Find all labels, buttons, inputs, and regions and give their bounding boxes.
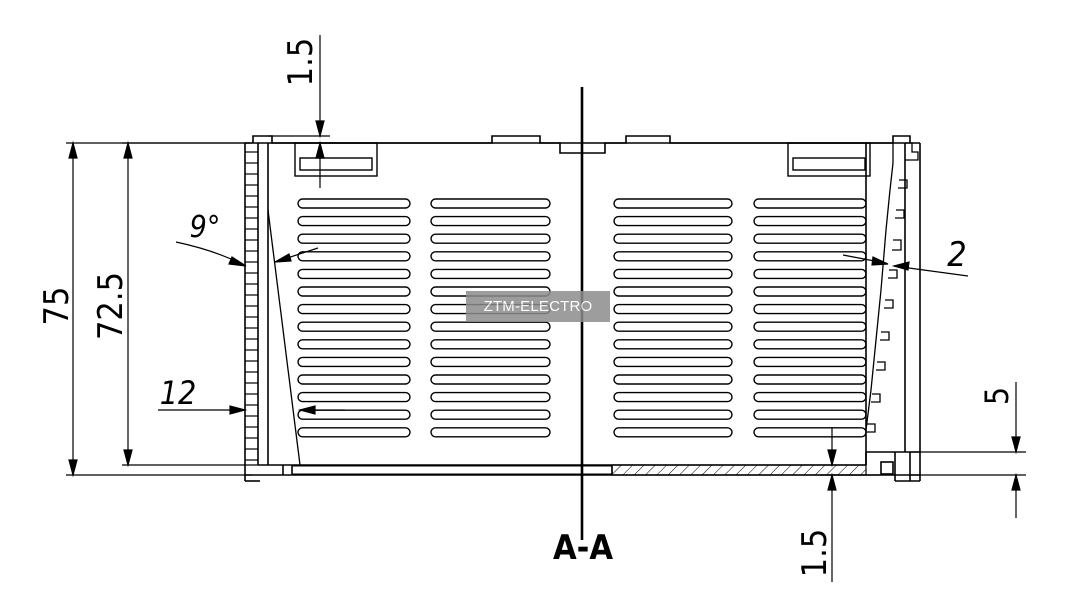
dim-left-slot-offset-label: 12: [160, 374, 197, 412]
vent-slot: [753, 233, 867, 244]
top-window-left: [294, 142, 378, 177]
vent-slot: [613, 233, 733, 244]
vent-slot: [613, 215, 733, 227]
dim-draft-angle: [175, 241, 319, 267]
vent-slot: [297, 356, 411, 368]
vent-slot: [297, 251, 411, 262]
top-window-right: [787, 142, 871, 177]
vent-slot: [430, 233, 551, 244]
vent-slot: [613, 427, 733, 438]
vent-slot: [613, 303, 733, 315]
vent-slot: [613, 321, 733, 332]
vent-slot: [753, 356, 867, 368]
vent-slot: [430, 427, 551, 438]
dim-rib-step-label: 2: [947, 235, 966, 275]
dim-overall-height-label: 75: [37, 287, 77, 326]
vent-slot: [753, 321, 867, 332]
base-section-hatch: [611, 464, 867, 476]
vent-slot: [753, 391, 867, 403]
vent-slot: [297, 409, 411, 420]
vent-slot: [753, 268, 867, 280]
vent-slot: [297, 215, 411, 227]
left-wall-ribs: [245, 151, 258, 461]
vent-slot: [430, 409, 551, 420]
dim-base-gap: [910, 382, 1026, 518]
vent-slot: [613, 374, 733, 385]
vent-slot: [297, 286, 411, 297]
vent-slot: [753, 339, 867, 350]
vent-slot: [430, 339, 551, 350]
vent-slot: [613, 251, 733, 262]
dim-draft-angle-label: 9°: [190, 210, 221, 245]
vent-slot: [613, 286, 733, 297]
base-section-strip: [291, 465, 613, 475]
section-label: A-A: [553, 528, 613, 568]
vent-slot: [753, 409, 867, 420]
vent-slot: [430, 391, 551, 403]
vent-slot: [430, 198, 551, 209]
dim-rib-step: [842, 254, 969, 277]
vent-slot: [753, 286, 867, 297]
vent-slot: [297, 374, 411, 385]
dim-left-slot-offset: [158, 405, 345, 415]
dim-top-wall-label: 1.5: [281, 38, 321, 87]
vent-slot: [430, 321, 551, 332]
dim-top-wall: [268, 35, 330, 188]
dim-base-gap-label: 5: [978, 387, 1016, 405]
vent-slot: [613, 409, 733, 420]
vent-slot: [297, 339, 411, 350]
vent-slot: [613, 268, 733, 280]
vent-slot: [753, 427, 867, 438]
vent-slot: [297, 321, 411, 332]
vent-slot: [430, 374, 551, 385]
watermark: ZTM-ELECTRO: [466, 291, 610, 322]
dim-bottom-wall: [820, 428, 880, 582]
vent-slot: [430, 215, 551, 227]
vent-slot: [297, 303, 411, 315]
vent-slot: [753, 215, 867, 227]
vent-slot: [297, 233, 411, 244]
vent-slot: [753, 251, 867, 262]
vent-slot: [430, 356, 551, 368]
vent-slot: [613, 339, 733, 350]
vent-slot: [753, 198, 867, 209]
vent-slot: [430, 268, 551, 280]
dim-inner-height-label: 72.5: [91, 272, 131, 340]
vent-slot: [297, 427, 411, 438]
vent-slot: [613, 198, 733, 209]
vent-slot: [297, 198, 411, 209]
right-wall-steps: [865, 142, 919, 433]
vent-slot: [430, 251, 551, 262]
vent-slot: [753, 303, 867, 315]
vent-slot: [297, 268, 411, 280]
vent-slot: [613, 356, 733, 368]
left-draft-wall: [267, 209, 301, 466]
vent-slots: [297, 198, 867, 438]
vent-slot: [297, 391, 411, 403]
vent-slot: [753, 374, 867, 385]
dim-bottom-wall-label: 1.5: [795, 529, 835, 578]
dim-inner-height: [122, 140, 258, 468]
vent-slot: [613, 391, 733, 403]
